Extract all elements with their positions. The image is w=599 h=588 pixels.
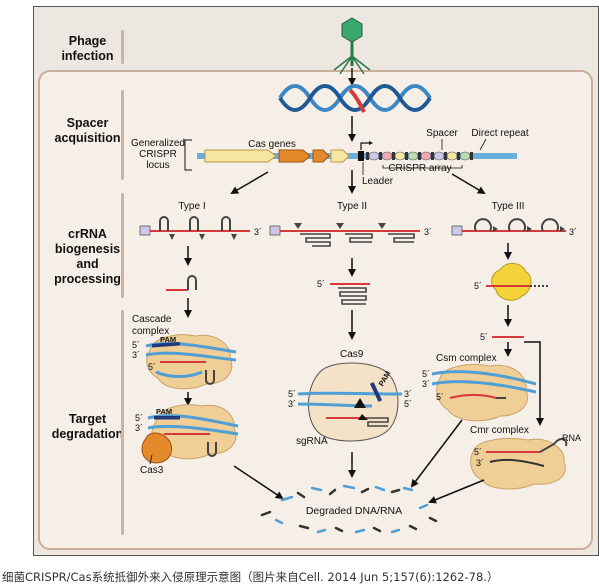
arrow (233, 465, 284, 500)
three-prime-label: 3´ (132, 350, 140, 360)
five-prime-label: 5´ (132, 340, 140, 350)
arrow (428, 479, 485, 504)
direct-repeat (444, 152, 447, 160)
figure-caption: 细菌CRISPR/Cas系统抵御外来入侵原理示意图（图片来自Cell. 2014… (2, 570, 499, 584)
arrow (410, 419, 463, 488)
arrow (524, 341, 544, 426)
type-i-label: Type I (178, 201, 205, 212)
pam-label: PAM (156, 407, 172, 416)
stage-label-target-degradation: Target degradation (51, 412, 124, 441)
five-prime-label: 5´ (474, 447, 482, 457)
arrow (230, 171, 269, 195)
cascade-cas3-complex (141, 404, 239, 464)
degraded-fragments (260, 484, 438, 534)
spacer (381, 151, 393, 161)
crispr-array (366, 151, 473, 161)
cas-genes-label: Cas genes (248, 139, 296, 150)
cascade-complex-label: Cascade complex (132, 314, 174, 337)
stage-divider (121, 30, 124, 64)
three-prime-label: 3´ (254, 227, 262, 237)
direct-repeat-label: Direct repeat (471, 128, 528, 139)
cas3-label: Cas3 (140, 465, 164, 476)
stage-label-crrna-biogenesis: crRNA biogenesis and processing (54, 227, 121, 286)
type-i-mature-crrna (166, 275, 197, 291)
cascade-complex (145, 334, 237, 390)
cas9-complex (297, 362, 403, 442)
five-prime-label: 5´ (148, 362, 156, 372)
cmr-complex (470, 437, 568, 490)
crispr-locus (197, 141, 517, 163)
five-prime-label: 5´ (480, 332, 488, 342)
spacer-label: Spacer (426, 128, 458, 139)
five-prime-label: 5´ (135, 413, 143, 423)
sgrna-label: sgRNA (296, 436, 328, 447)
cas6-protein (491, 263, 532, 301)
type-ii-label: Type II (337, 201, 367, 212)
five-prime-label: 5´ (474, 281, 482, 291)
five-prime-label: 5´ (422, 369, 430, 379)
generalized-locus-line: Generalized (131, 138, 185, 149)
spacer (368, 151, 380, 161)
three-prime-label: 3´ (476, 458, 484, 468)
five-prime-label: 5´ (404, 399, 412, 409)
five-prime-label: 5´ (288, 389, 296, 399)
cmr-complex-label: Cmr complex (470, 425, 529, 436)
five-prime-label: 5´ (436, 392, 444, 402)
phage-icon (333, 17, 371, 75)
cas9-label: Cas9 (340, 349, 364, 360)
type-i-pre-crrna (139, 216, 250, 240)
three-prime-label: 3´ (288, 399, 296, 409)
direct-repeat (379, 152, 382, 160)
stage-label-phage-infection: Phage infection (61, 34, 114, 63)
direct-repeat (470, 152, 473, 160)
direct-repeat (431, 152, 434, 160)
three-prime-label: 3´ (404, 389, 412, 399)
arrow (451, 173, 486, 195)
direct-repeat (366, 152, 369, 160)
csm-complex-label: Csm complex (436, 353, 497, 364)
three-prime-label: 3´ (569, 227, 577, 237)
type-ii-pre-crrna (269, 223, 420, 247)
rna-label: RNA (562, 433, 581, 443)
type-iii-label: Type III (492, 201, 525, 212)
spacer (459, 151, 471, 161)
degraded-label: Degraded DNA/RNA (306, 505, 402, 517)
generalized-locus-line: locus (146, 160, 169, 171)
csm-complex (431, 364, 537, 422)
crispr-array-label: CRISPR array (388, 163, 451, 174)
stage-divider (121, 193, 124, 298)
spacer (446, 151, 458, 161)
stage-label-spacer-acquisition: Spacer acquisition (54, 116, 121, 145)
type-ii-mature-crrna (330, 283, 370, 305)
direct-repeat (392, 152, 395, 160)
spacer (420, 151, 432, 161)
locus-bracket (184, 139, 192, 171)
spacer (433, 151, 445, 161)
spacer (394, 151, 406, 161)
direct-repeat (457, 152, 460, 160)
three-prime-label: 3´ (424, 227, 432, 237)
leader-label: Leader (362, 176, 394, 187)
spacer (407, 151, 419, 161)
three-prime-label: 3´ (422, 379, 430, 389)
three-prime-label: 3´ (135, 423, 143, 433)
direct-repeat (418, 152, 421, 160)
stage-divider (121, 90, 124, 180)
five-prime-label: 5´ (317, 279, 325, 289)
stage-divider (121, 310, 124, 535)
direct-repeat (405, 152, 408, 160)
pam-label: PAM (160, 335, 176, 344)
type-iii-pre-crrna (451, 218, 566, 236)
generalized-locus-line: CRISPR (139, 149, 177, 160)
phage-dna-helix (278, 84, 432, 113)
